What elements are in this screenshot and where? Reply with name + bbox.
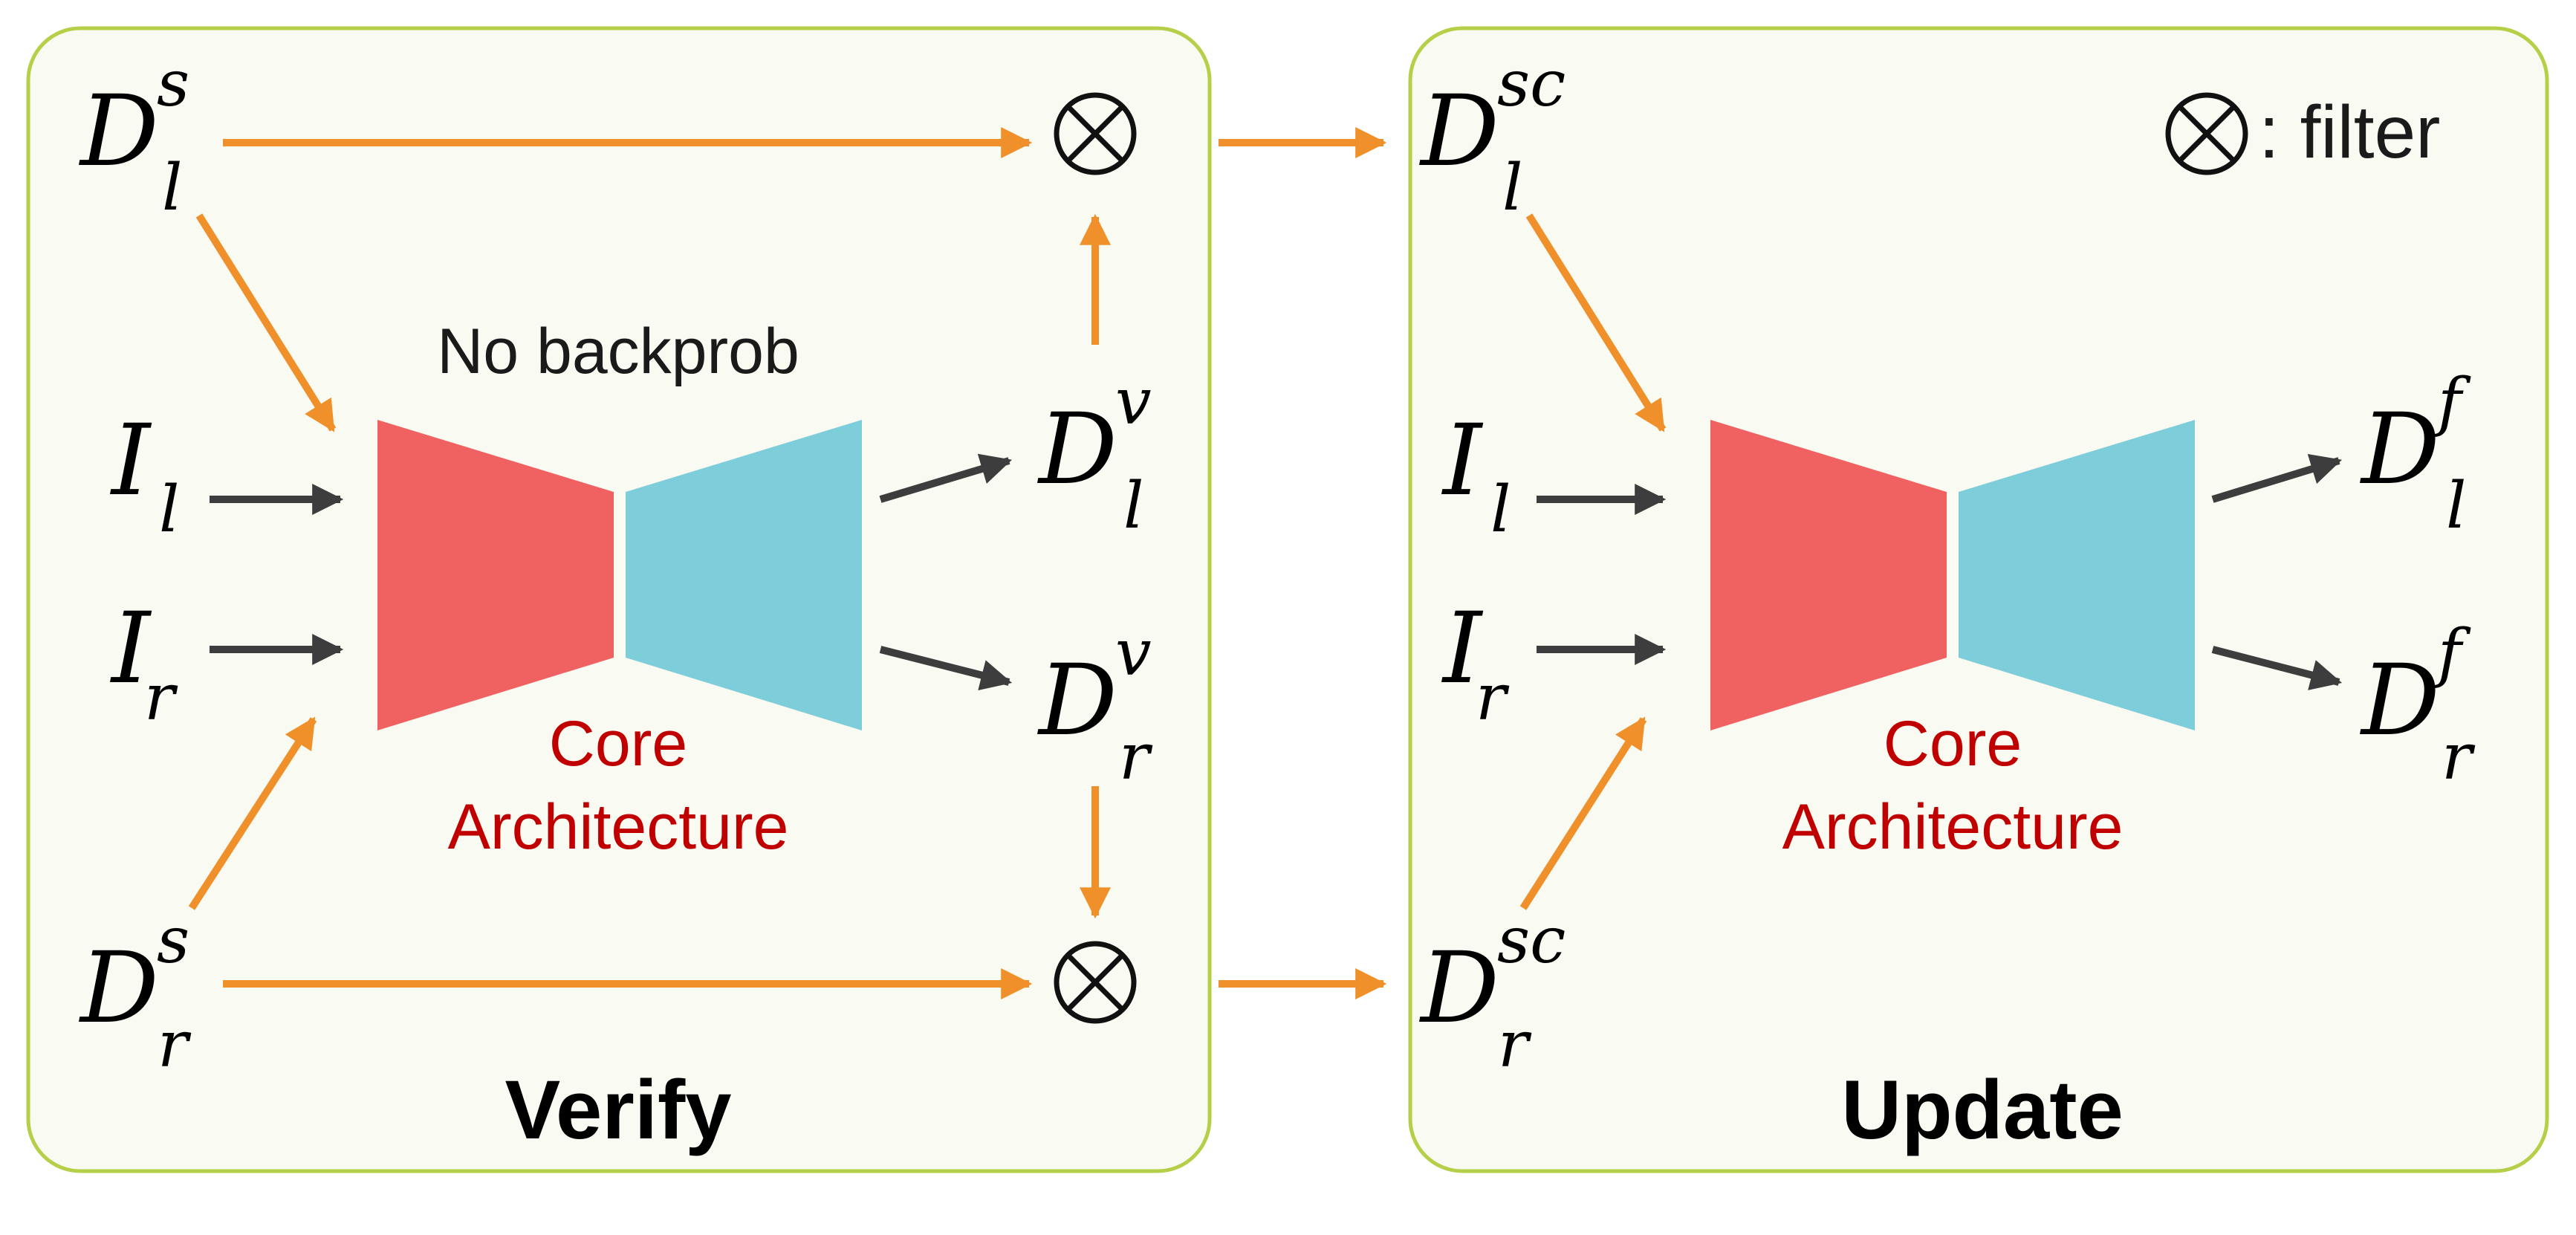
verify-arrow-output-right bbox=[879, 646, 1013, 691]
verify-arrow-depth-left-to-core bbox=[195, 213, 337, 432]
verify-arrow-depth-right-to-core bbox=[188, 716, 317, 910]
update-image-right-symbol: I r bbox=[1441, 591, 1510, 735]
verify-panel: D s l I l I r D s r No backp bbox=[26, 26, 1212, 1173]
update-arrow-depth-right-to-core bbox=[1519, 716, 1647, 910]
verify-core-label-line2: Architecture bbox=[448, 791, 789, 863]
verify-decoder-shape bbox=[626, 420, 862, 730]
update-output-right-symbol: D f r bbox=[2360, 616, 2476, 794]
update-panel-title: Update bbox=[1841, 1063, 2124, 1156]
update-output-left-symbol: D f l bbox=[2360, 365, 2471, 543]
verify-panel-background bbox=[26, 26, 1212, 1173]
update-depth-right-symbol: D sc r bbox=[1419, 904, 1569, 1082]
verify-image-left-symbol: I l bbox=[110, 403, 180, 547]
filter-legend: : filter bbox=[2165, 91, 2440, 175]
update-core-label-line1: Core bbox=[1884, 708, 2022, 779]
verify-no-backprob-note: No backprob bbox=[437, 316, 799, 387]
update-depth-left-symbol: D sc l bbox=[1419, 47, 1569, 225]
verify-depth-right-symbol: D s r bbox=[79, 904, 193, 1082]
verify-arrow-output-left bbox=[879, 453, 1013, 503]
verify-image-right-symbol: I r bbox=[110, 591, 178, 735]
update-image-left-symbol: I l bbox=[1441, 403, 1511, 547]
update-panel: : filter D sc l I l I r D sc r bbox=[1408, 26, 2549, 1173]
update-core-label-line2: Architecture bbox=[1782, 791, 2124, 863]
verify-depth-left-symbol: D s l bbox=[79, 47, 193, 225]
filter-legend-icon bbox=[2165, 92, 2248, 175]
update-arrow-depth-left-to-core bbox=[1525, 213, 1667, 432]
verify-filter-bottom-icon bbox=[1054, 941, 1137, 1024]
update-decoder-shape bbox=[1959, 420, 2195, 730]
update-encoder-shape bbox=[1710, 420, 1947, 730]
update-arrow-output-right bbox=[2211, 646, 2343, 690]
verify-core-label-line1: Core bbox=[549, 708, 687, 779]
verify-encoder-shape bbox=[377, 420, 614, 730]
verify-panel-title: Verify bbox=[505, 1063, 731, 1156]
update-arrow-output-left bbox=[2211, 453, 2343, 503]
verify-output-right-symbol: D v r bbox=[1037, 616, 1155, 794]
filter-legend-text: : filter bbox=[2259, 91, 2440, 174]
verify-output-left-symbol: D v l bbox=[1037, 365, 1155, 543]
verify-filter-top-icon bbox=[1054, 92, 1137, 175]
